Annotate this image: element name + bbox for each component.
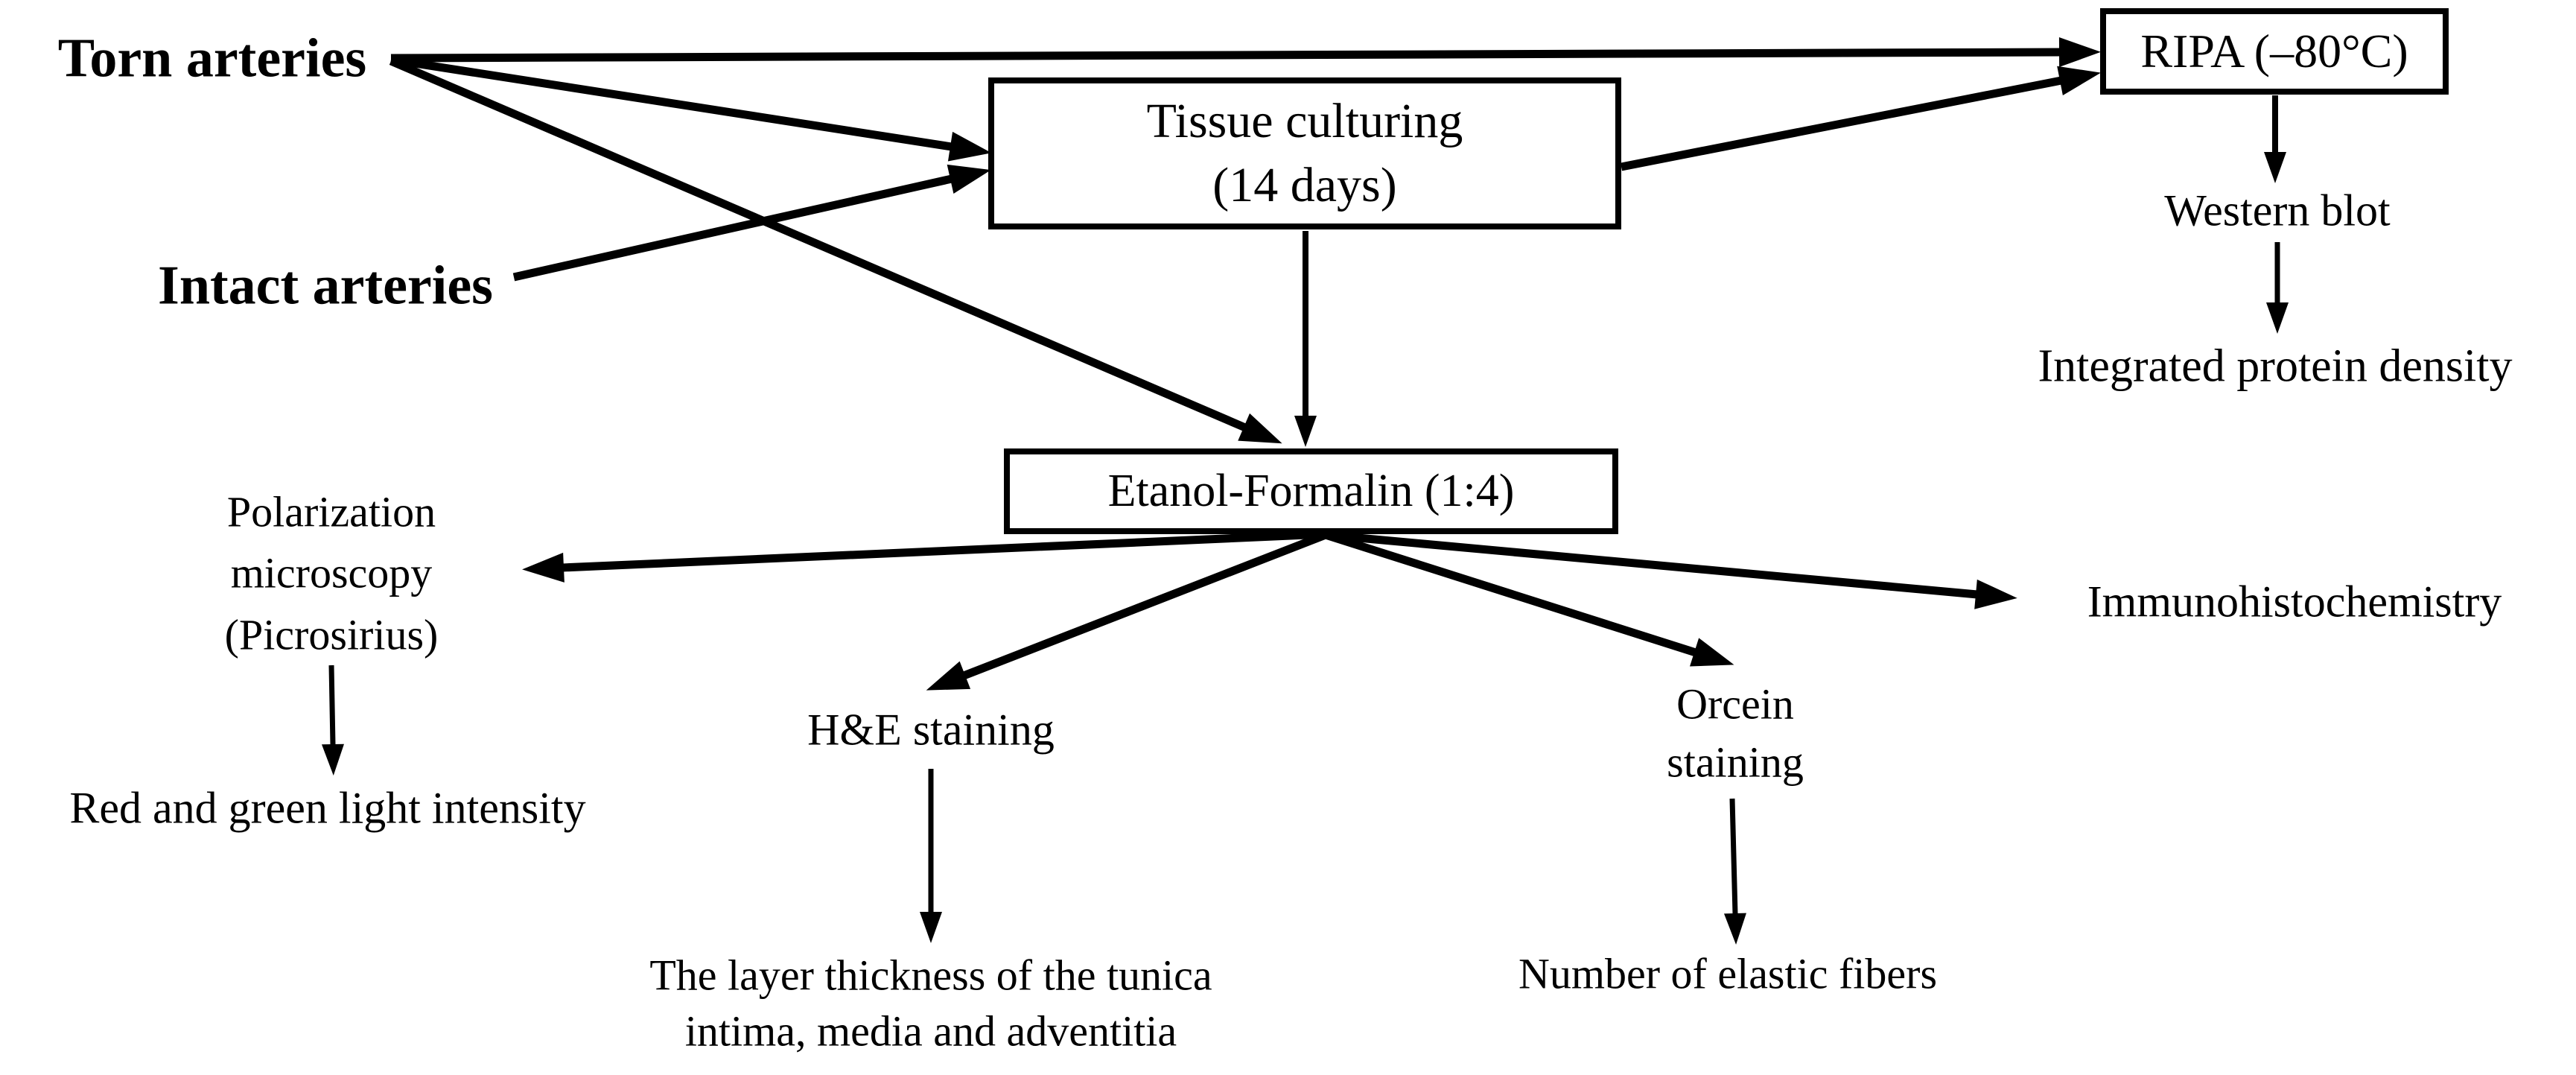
orcein-line1: Orcein bbox=[1676, 679, 1794, 729]
integrated-protein-density-label: Integrated protein density bbox=[2038, 340, 2513, 392]
box-etanol-formalin: Etanol-Formalin (1:4) bbox=[1004, 448, 1618, 534]
western-blot-label: Western blot bbox=[2164, 185, 2391, 235]
polarization-line2: microscopy bbox=[230, 548, 433, 597]
node-orcein-staining: Orcein staining bbox=[1667, 676, 1804, 793]
polarization-line1: Polarization bbox=[226, 487, 436, 536]
node-he-staining: H&E staining bbox=[807, 705, 1055, 756]
edge-etanol-to-he-staining bbox=[926, 530, 1327, 691]
intact-arteries-label: Intact arteries bbox=[158, 255, 493, 317]
box-tissue-culturing: Tissue culturing (14 days) bbox=[988, 77, 1621, 229]
he-staining-label: H&E staining bbox=[807, 705, 1055, 755]
tissue-culturing-line2: (14 days) bbox=[1212, 158, 1397, 212]
node-polarization-microscopy: Polarization microscopy (Picrosirius) bbox=[225, 481, 439, 665]
edge-orcein-to-elastic-fibers bbox=[1723, 798, 1746, 945]
box-ripa: RIPA (–80°C) bbox=[2100, 8, 2449, 95]
node-western-blot: Western blot bbox=[2164, 185, 2390, 237]
edge-tissue-culturing-to-ripa bbox=[1620, 66, 2101, 171]
torn-arteries-label: Torn arteries bbox=[57, 28, 367, 89]
polarization-line3: (Picrosirius) bbox=[224, 610, 439, 659]
tissue-culturing-line1: Tissue culturing bbox=[1146, 94, 1463, 149]
node-integrated-protein-density: Integrated protein density bbox=[2038, 340, 2512, 393]
edge-etanol-to-orcein bbox=[1324, 530, 1734, 667]
edge-etanol-to-polarization bbox=[522, 530, 1326, 583]
etanol-formalin-label: Etanol-Formalin (1:4) bbox=[1107, 466, 1515, 516]
edge-torn-to-ripa bbox=[390, 37, 2101, 68]
edge-torn-to-etanol-formalin bbox=[389, 57, 1282, 444]
node-intact-arteries: Intact arteries bbox=[158, 254, 493, 317]
layer-thickness-line2: intima, media and adventitia bbox=[684, 1007, 1177, 1056]
node-layer-thickness: The layer thickness of the tunica intima… bbox=[649, 948, 1212, 1060]
orcein-line2: staining bbox=[1667, 738, 1804, 787]
edge-torn-to-tissue-culturing bbox=[390, 55, 992, 162]
edge-polarization-to-red-green bbox=[321, 665, 344, 776]
immunohistochemistry-label: Immunohistochemistry bbox=[2087, 577, 2502, 627]
red-green-intensity-label: Red and green light intensity bbox=[69, 783, 586, 833]
elastic-fibers-label: Number of elastic fibers bbox=[1518, 949, 1938, 998]
node-red-green-intensity: Red and green light intensity bbox=[69, 783, 585, 834]
ripa-label: RIPA (–80°C) bbox=[2140, 25, 2408, 77]
edge-etanol-to-immunohistochemistry bbox=[1325, 530, 2017, 609]
node-elastic-fibers: Number of elastic fibers bbox=[1518, 950, 1937, 1000]
node-torn-arteries: Torn arteries bbox=[58, 27, 366, 90]
layer-thickness-line1: The layer thickness of the tunica bbox=[649, 951, 1212, 1000]
node-immunohistochemistry: Immunohistochemistry bbox=[2087, 577, 2502, 628]
edge-intact-to-tissue-culturing bbox=[512, 164, 991, 282]
